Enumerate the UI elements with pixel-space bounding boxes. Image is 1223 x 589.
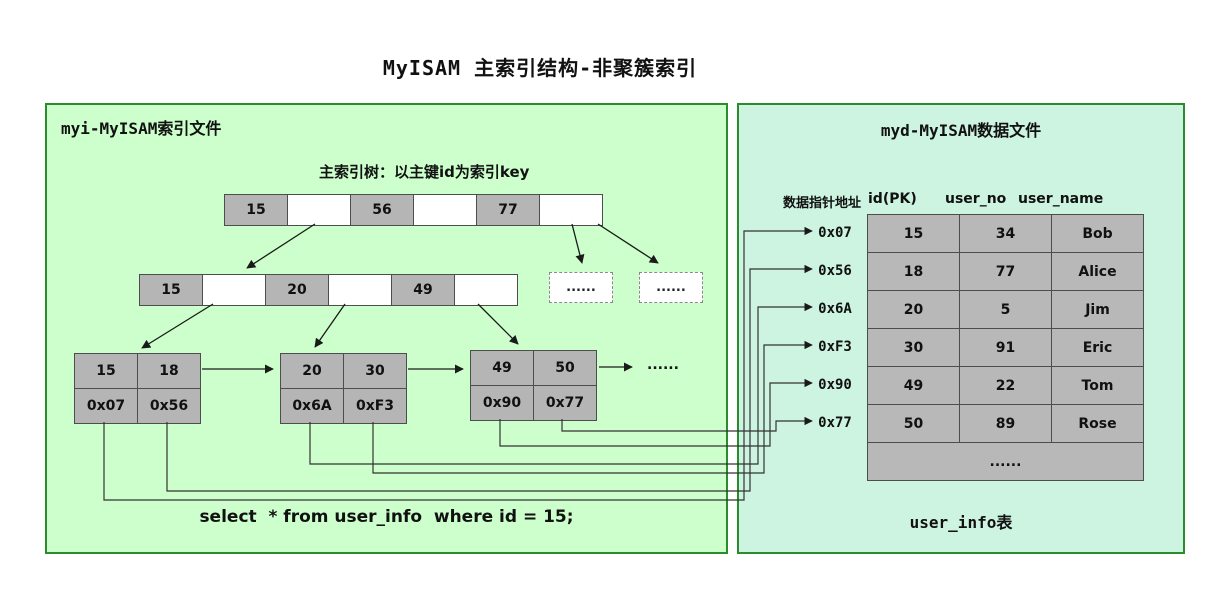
- table-cell: 77: [960, 253, 1052, 291]
- data-file-panel: myd-MyISAM数据文件 数据指针地址 id(PK) user_no use…: [737, 103, 1185, 554]
- table-cell: 5: [960, 291, 1052, 329]
- pointer-address-label: 0x07: [818, 225, 852, 241]
- diagram-title: MyISAM 主索引结构-非聚簇索引: [382, 56, 698, 80]
- root-pointer-cell: [288, 195, 351, 226]
- leaf-node: 49 50 0x90 0x77: [470, 350, 597, 421]
- leaf-pointer-cell: 0xF3: [344, 389, 407, 424]
- leaf-node: 20 30 0x6A 0xF3: [280, 353, 407, 424]
- leaf-pointer-cell: 0x07: [75, 389, 138, 424]
- root-key-cell: 77: [477, 195, 540, 226]
- pointer-address-label: 0x77: [818, 415, 852, 431]
- table-cell: Tom: [1052, 367, 1144, 405]
- sql-query-text: select * from user_info where id = 15;: [199, 507, 574, 527]
- btree-root-node: 15 56 77: [224, 194, 603, 226]
- table-cell: 89: [960, 405, 1052, 443]
- leaf-pointer-cell: 0x6A: [281, 389, 344, 424]
- user-info-table: 15 34 Bob 18 77 Alice 20 5 Jim 30 91 Eri…: [867, 214, 1144, 481]
- table-cell: 30: [868, 329, 960, 367]
- data-panel-title: myd-MyISAM数据文件: [880, 121, 1042, 140]
- leaf-key-cell: 49: [471, 351, 534, 386]
- table-cell: Alice: [1052, 253, 1144, 291]
- table-name-label: user_info表: [909, 513, 1013, 532]
- leaf-key-cell: 30: [344, 354, 407, 389]
- table-cell: 15: [868, 215, 960, 253]
- pointer-address-label: 0xF3: [818, 339, 852, 355]
- internal-pointer-cell: [203, 275, 266, 306]
- root-pointer-cell: [540, 195, 603, 226]
- leaf-key-cell: 20: [281, 354, 344, 389]
- leaf-key-cell: 15: [75, 354, 138, 389]
- pointer-address-label: 0x56: [818, 263, 852, 279]
- ellipsis-node: ......: [639, 272, 703, 303]
- table-cell: 50: [868, 405, 960, 443]
- internal-key-cell: 20: [266, 275, 329, 306]
- table-cell: 18: [868, 253, 960, 291]
- table-cell: Jim: [1052, 291, 1144, 329]
- column-header-id: id(PK): [868, 191, 917, 207]
- root-pointer-cell: [414, 195, 477, 226]
- index-tree-subtitle: 主索引树：以主键id为索引key: [319, 163, 530, 181]
- table-cell: 49: [868, 367, 960, 405]
- internal-key-cell: 15: [140, 275, 203, 306]
- column-header-username: user_name: [1018, 191, 1104, 207]
- pointer-address-label: 0x90: [818, 377, 852, 393]
- leaf-pointer-cell: 0x56: [138, 389, 201, 424]
- table-cell: Eric: [1052, 329, 1144, 367]
- leaf-key-cell: 50: [534, 351, 597, 386]
- table-cell: 91: [960, 329, 1052, 367]
- table-cell: Rose: [1052, 405, 1144, 443]
- btree-internal-node: 15 20 49: [139, 274, 518, 306]
- table-cell: 22: [960, 367, 1052, 405]
- leaf-pointer-cell: 0x77: [534, 386, 597, 421]
- leaf-key-cell: 18: [138, 354, 201, 389]
- root-key-cell: 56: [351, 195, 414, 226]
- column-header-userno: user_no: [945, 191, 1007, 207]
- ellipsis-node: ......: [549, 272, 613, 303]
- table-cell: 20: [868, 291, 960, 329]
- table-cell: 34: [960, 215, 1052, 253]
- internal-key-cell: 49: [392, 275, 455, 306]
- leaf-ellipsis: ......: [647, 357, 679, 373]
- pointer-address-label: 0x6A: [818, 301, 852, 317]
- index-panel-title: myi-MyISAM索引文件: [61, 119, 222, 138]
- root-key-cell: 15: [225, 195, 288, 226]
- internal-pointer-cell: [329, 275, 392, 306]
- table-more-row: ......: [868, 443, 1144, 481]
- pointer-column-header: 数据指针地址: [783, 196, 862, 211]
- leaf-node: 15 18 0x07 0x56: [74, 353, 201, 424]
- index-file-panel: myi-MyISAM索引文件 主索引树：以主键id为索引key 15 56 77…: [45, 103, 728, 554]
- table-cell: Bob: [1052, 215, 1144, 253]
- internal-pointer-cell: [455, 275, 518, 306]
- leaf-pointer-cell: 0x90: [471, 386, 534, 421]
